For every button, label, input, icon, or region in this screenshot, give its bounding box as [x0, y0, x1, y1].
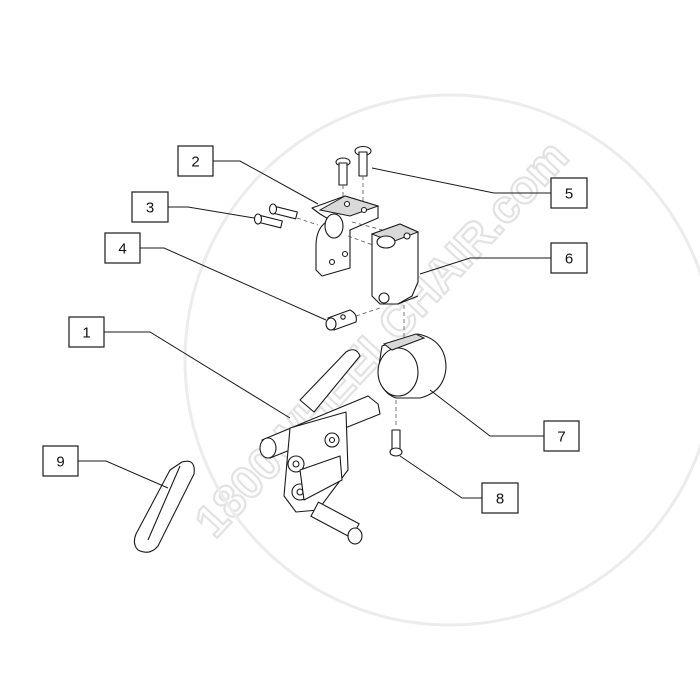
callout-6: 6 — [550, 242, 588, 274]
leader-3 — [168, 206, 255, 219]
leader-6 — [419, 257, 551, 275]
part-1-brake-lever — [259, 349, 381, 545]
callout-5: 5 — [550, 177, 588, 209]
part-7-tube-clamp — [377, 333, 447, 399]
callout-8: 8 — [481, 482, 519, 514]
callout-3: 3 — [131, 191, 169, 223]
leader-9 — [78, 460, 169, 489]
leader-4 — [140, 247, 327, 321]
svg-text:3: 3 — [146, 200, 154, 217]
leader-2 — [213, 160, 319, 205]
callout-1: 1 — [68, 316, 105, 348]
leader-8 — [399, 455, 482, 499]
watermark-ring — [183, 93, 700, 627]
leader-1 — [104, 331, 291, 419]
svg-text:9: 9 — [56, 454, 64, 471]
callout-7: 7 — [543, 420, 580, 452]
leader-7 — [429, 389, 544, 437]
leader-5 — [371, 167, 551, 194]
part-2-bracket — [311, 195, 380, 277]
svg-text:8: 8 — [496, 491, 504, 508]
part-4-pin — [325, 307, 381, 331]
part-3-screws — [253, 203, 319, 229]
part-5-screws — [335, 145, 372, 210]
svg-text:5: 5 — [565, 186, 573, 203]
part-6-clamp-block — [370, 223, 420, 305]
callout-9: 9 — [42, 445, 79, 477]
svg-text:1: 1 — [82, 325, 90, 342]
callout-4: 4 — [104, 232, 141, 264]
callout-2: 2 — [177, 145, 214, 177]
svg-text:2: 2 — [191, 154, 199, 171]
svg-text:4: 4 — [118, 241, 126, 258]
part-8-screw — [389, 400, 403, 457]
svg-text:6: 6 — [565, 251, 573, 268]
svg-text:7: 7 — [557, 429, 565, 446]
part-9-grip — [133, 460, 195, 553]
